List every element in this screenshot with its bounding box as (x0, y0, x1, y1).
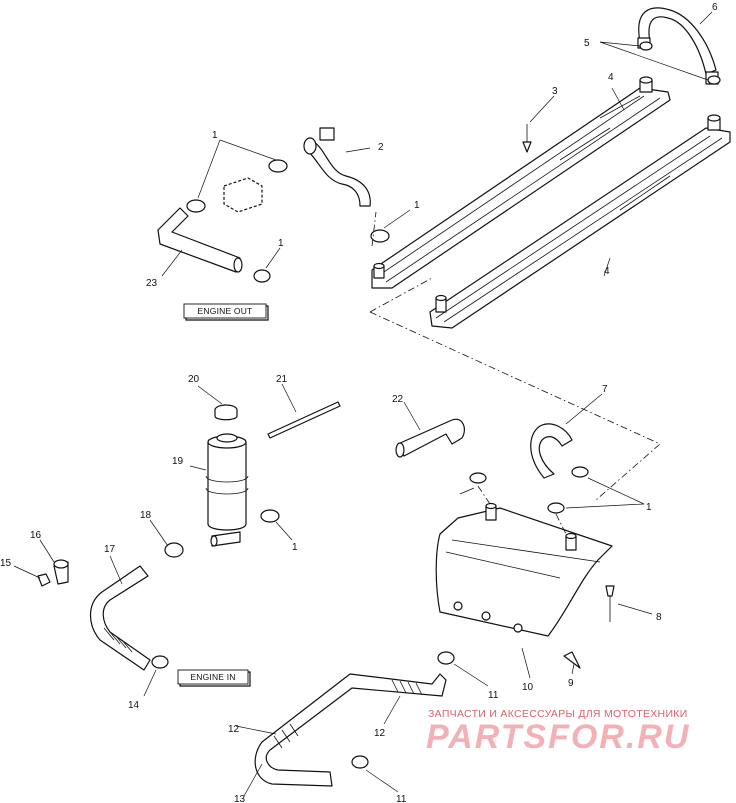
coolant-reservoir (205, 433, 249, 547)
hose-curved (530, 423, 573, 479)
callout-22: 22 (392, 394, 404, 405)
callout-7: 7 (602, 384, 608, 395)
callout-14: 14 (128, 700, 140, 711)
nut (37, 573, 51, 587)
bolt (605, 585, 615, 622)
callout-9: 9 (568, 678, 574, 689)
callout-5: 5 (584, 38, 590, 49)
flow-lines (369, 211, 661, 535)
engine-in-label: ENGINE IN (190, 672, 235, 682)
hose-engine-out (303, 127, 371, 207)
callout-11: 11 (396, 794, 407, 803)
screw-small (563, 651, 581, 669)
hose-engine-in (89, 565, 151, 671)
leader-lines (13, 11, 713, 797)
callout-4: 4 (604, 266, 610, 277)
engine-out-label-box: ENGINE OUT (183, 303, 269, 321)
callout-21: 21 (276, 374, 288, 385)
callout-4: 4 (608, 72, 614, 83)
fitting (53, 559, 69, 585)
callout-12: 12 (374, 728, 386, 739)
callout-2: 2 (378, 142, 384, 153)
hose-bent (157, 207, 243, 273)
callout-6: 6 (712, 2, 718, 13)
callout-1: 1 (212, 130, 218, 141)
callout-11: 11 (488, 690, 499, 701)
exhaust-manifold (435, 502, 613, 637)
screw (522, 124, 532, 153)
callout-1: 1 (278, 238, 284, 249)
callout-15: 15 (0, 558, 12, 569)
callout-10: 10 (522, 682, 534, 693)
callout-1: 1 (414, 200, 420, 211)
callout-1: 1 (646, 502, 652, 513)
callout-20: 20 (188, 374, 200, 385)
reservoir-cap (214, 404, 238, 421)
engine-in-label-box: ENGINE IN (177, 669, 251, 687)
callout-23: 23 (146, 278, 158, 289)
callout-17: 17 (104, 544, 116, 555)
heat-exchanger-upper (371, 76, 671, 289)
heat-exchanger-lower (429, 114, 731, 329)
callout-1: 1 (292, 542, 298, 553)
callout-8: 8 (656, 612, 662, 623)
hose-long (254, 673, 447, 787)
callout-18: 18 (140, 510, 152, 521)
hose-straight-bend (395, 418, 465, 458)
callout-3: 3 (552, 86, 558, 97)
watermark-tagline: ЗАПЧАСТИ И АКСЕССУАРЫ ДЛЯ МОТОТЕХНИКИ (428, 708, 688, 720)
callout-12: 12 (228, 724, 240, 735)
hose-clamps (151, 41, 721, 769)
callout-16: 16 (30, 530, 42, 541)
dipstick-tube (267, 401, 341, 439)
engine-out-label: ENGINE OUT (198, 306, 253, 316)
callout-numbers: 1 2 1 1 23 3 4 4 5 6 20 21 22 7 19 1 1 1… (0, 2, 718, 803)
callout-19: 19 (172, 456, 184, 467)
fitting-block (223, 177, 263, 213)
watermark-brand: PARTSFOR.RU (426, 718, 691, 756)
callout-13: 13 (234, 794, 246, 803)
